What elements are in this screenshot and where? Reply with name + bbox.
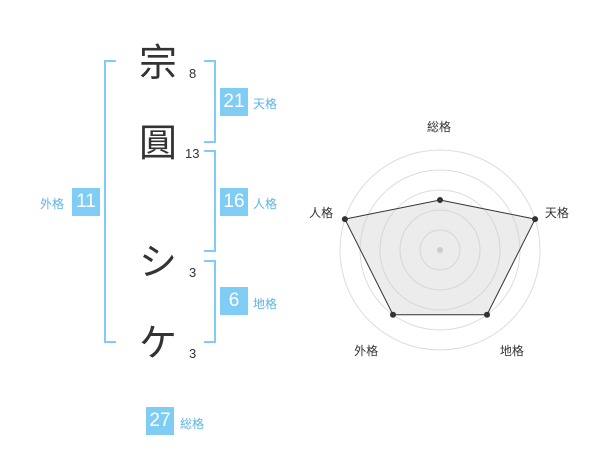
radar-axis-label-4: 外格 <box>354 344 379 359</box>
radar-ring <box>399 209 481 291</box>
chikaku-badge: 6 <box>220 287 248 315</box>
stroke-count-4: 3 <box>189 346 197 361</box>
jinkaku-label: 人格 <box>253 197 278 211</box>
soukaku-badge: 27 <box>146 407 174 435</box>
name-char-2: 圓 <box>138 121 177 165</box>
jinkaku-bracket <box>204 150 216 252</box>
radar-point-1 <box>437 197 443 203</box>
radar-ring <box>419 229 461 271</box>
radar-point-3 <box>484 311 491 318</box>
chikaku-label: 地格 <box>253 297 278 311</box>
radar-axis-label-2: 天格 <box>544 205 569 220</box>
gaikaku-badge: 11 <box>72 188 100 216</box>
stroke-count-1: 8 <box>189 66 197 81</box>
stroke-count-2: 13 <box>185 146 200 161</box>
soukaku-label: 総格 <box>180 417 205 431</box>
radar-ring <box>379 189 501 311</box>
gaikaku-bracket <box>104 60 116 343</box>
name-char-1: 宗 <box>138 41 177 85</box>
radar-point-5 <box>341 216 348 223</box>
tenkaku-badge: 21 <box>220 88 248 116</box>
stroke-count-3: 3 <box>189 265 197 280</box>
tenkaku-bracket <box>204 60 216 143</box>
jinkaku-badge: 16 <box>220 188 248 216</box>
radar-axis-label-5: 人格 <box>309 205 334 220</box>
radar-point-2 <box>532 216 539 223</box>
name-char-3: シ <box>138 240 177 284</box>
radar-ring <box>339 149 541 351</box>
radar-axis-label-3: 地格 <box>499 344 524 359</box>
chikaku-bracket <box>204 260 216 343</box>
radar-point-4 <box>389 311 396 318</box>
radar-polygon <box>344 199 536 316</box>
radar-axis-label-1: 総格 <box>427 120 452 134</box>
gaikaku-label: 外格 <box>40 197 65 211</box>
tenkaku-label: 天格 <box>253 97 278 111</box>
radar-center <box>437 247 443 253</box>
name-char-4: ケ <box>138 321 177 365</box>
